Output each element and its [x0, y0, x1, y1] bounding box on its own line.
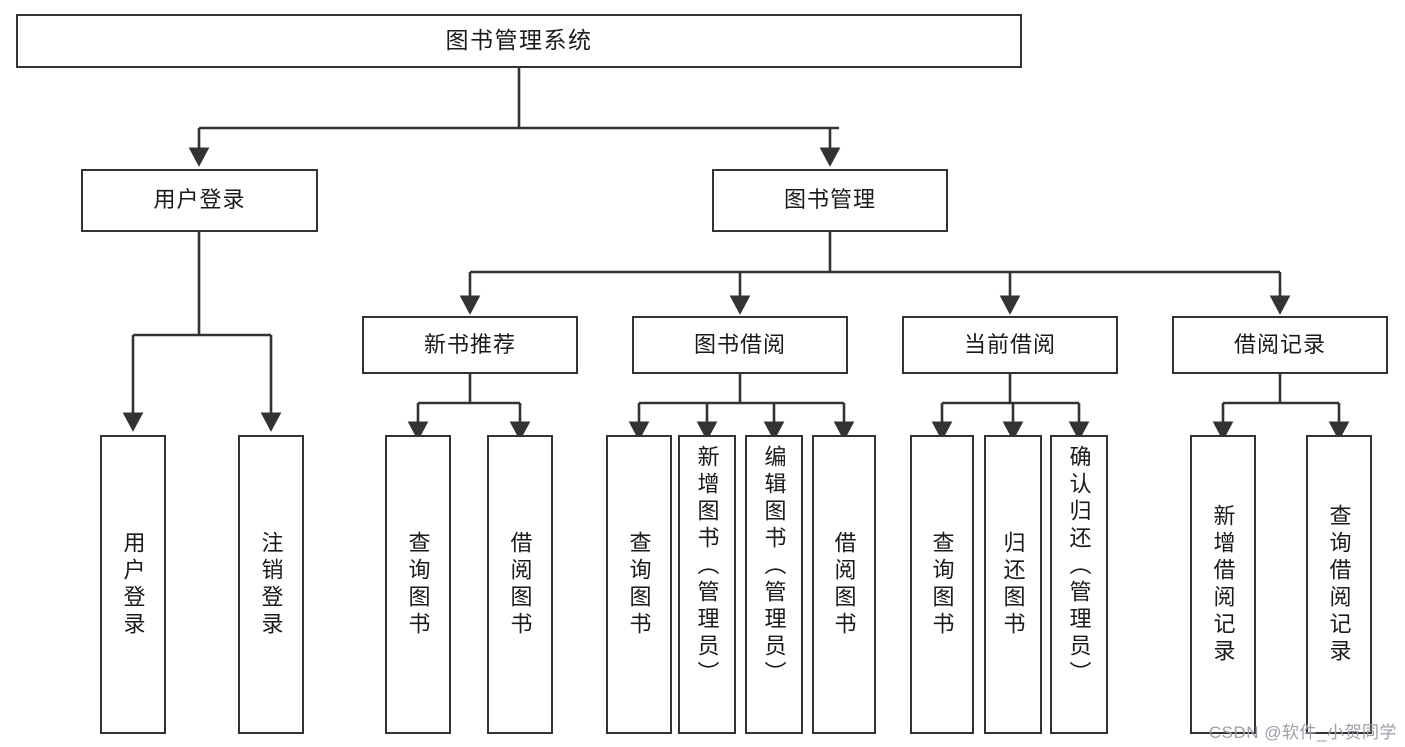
node-leaf-query-book-borrow-label: 查询图书	[626, 530, 652, 639]
node-leaf-add-record[interactable]: 新增借阅记录	[1190, 435, 1256, 734]
node-leaf-borrow-book-rec[interactable]: 借阅图书	[487, 435, 553, 734]
node-user-login[interactable]: 用户登录	[81, 169, 318, 232]
node-leaf-logout-label: 注销登录	[258, 530, 284, 639]
node-book-borrow[interactable]: 图书借阅	[632, 316, 848, 374]
node-leaf-user-login[interactable]: 用户登录	[100, 435, 166, 734]
node-leaf-user-login-label: 用户登录	[120, 530, 146, 639]
node-book-management[interactable]: 图书管理	[712, 169, 948, 232]
node-book-borrow-label: 图书借阅	[693, 331, 786, 357]
node-current-borrow-label: 当前借阅	[963, 331, 1056, 357]
node-leaf-query-book-borrow[interactable]: 查询图书	[606, 435, 672, 734]
node-user-login-label: 用户登录	[153, 187, 246, 213]
node-borrow-record[interactable]: 借阅记录	[1172, 316, 1388, 374]
node-new-book-recommend-label: 新书推荐	[423, 331, 516, 357]
node-leaf-query-book-rec-label: 查询图书	[405, 530, 431, 639]
node-book-management-label: 图书管理	[783, 187, 876, 213]
node-borrow-record-label: 借阅记录	[1233, 331, 1326, 357]
node-current-borrow[interactable]: 当前借阅	[902, 316, 1118, 374]
node-leaf-edit-book[interactable]: 编辑图书（管理员）	[745, 435, 803, 734]
node-leaf-add-book[interactable]: 新增图书（管理员）	[678, 435, 736, 734]
node-leaf-return-book-label: 归还图书	[1000, 530, 1026, 639]
node-leaf-query-book-current-label: 查询图书	[929, 530, 955, 639]
node-leaf-borrow-book-label: 借阅图书	[831, 530, 857, 639]
node-leaf-confirm-return[interactable]: 确认归还（管理员）	[1050, 435, 1108, 734]
node-leaf-query-record-label: 查询借阅记录	[1326, 503, 1352, 666]
node-leaf-borrow-book-rec-label: 借阅图书	[507, 530, 533, 639]
node-new-book-recommend[interactable]: 新书推荐	[362, 316, 578, 374]
node-leaf-return-book[interactable]: 归还图书	[984, 435, 1042, 734]
node-leaf-add-book-label: 新增图书（管理员）	[694, 445, 720, 688]
node-leaf-borrow-book[interactable]: 借阅图书	[812, 435, 876, 734]
node-leaf-add-record-label: 新增借阅记录	[1210, 503, 1236, 666]
csdn-watermark: CSDN @软件_小贺同学	[1208, 723, 1397, 742]
node-leaf-confirm-return-label: 确认归还（管理员）	[1066, 445, 1092, 688]
node-leaf-query-book-rec[interactable]: 查询图书	[385, 435, 451, 734]
node-leaf-edit-book-label: 编辑图书（管理员）	[761, 445, 787, 688]
node-root[interactable]: 图书管理系统	[16, 14, 1022, 68]
node-leaf-query-book-current[interactable]: 查询图书	[910, 435, 974, 734]
node-root-label: 图书管理系统	[445, 27, 593, 54]
node-leaf-query-record[interactable]: 查询借阅记录	[1306, 435, 1372, 734]
node-leaf-logout[interactable]: 注销登录	[238, 435, 304, 734]
